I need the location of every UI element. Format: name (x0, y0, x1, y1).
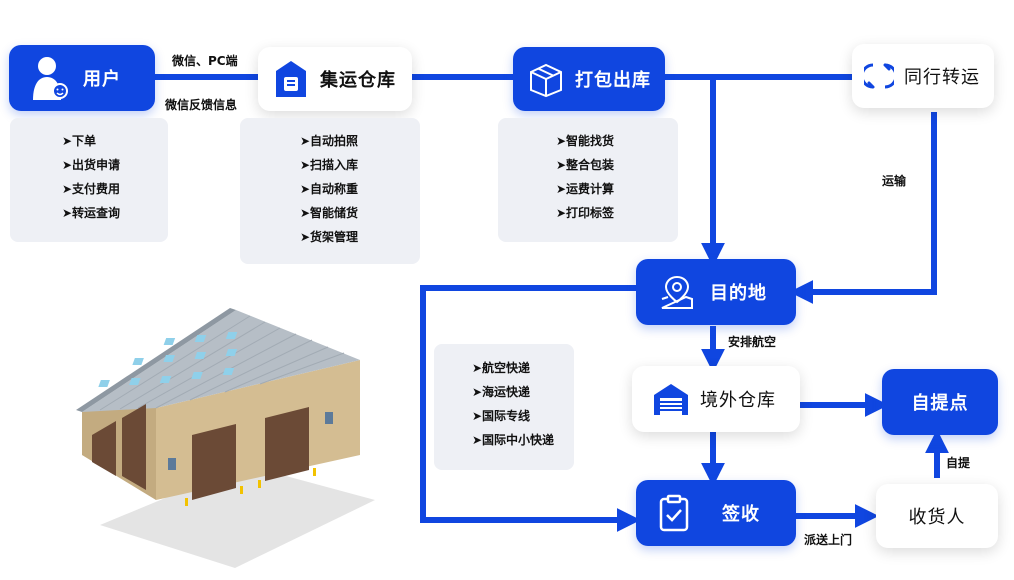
list-item: ➤航空快递 (472, 361, 531, 375)
label-transport: 运输 (882, 174, 907, 188)
panel-pack-tasks: ➤智能找货 ➤整合包装 ➤运费计算 ➤打印标签 (498, 118, 678, 242)
arrow-peer-to-destination (789, 112, 937, 304)
node-destination: 目的地 (636, 259, 796, 325)
package-icon (527, 60, 565, 98)
list-item: ➤货架管理 (300, 230, 359, 244)
list-item: ➤智能找货 (556, 134, 615, 148)
node-recipient-label: 收货人 (908, 507, 966, 528)
node-overseas-warehouse-label: 境外仓库 (700, 390, 776, 411)
warehouse-building-illustration (76, 308, 375, 568)
node-recipient: 收货人 (876, 484, 998, 548)
list-item: ➤扫描入库 (300, 158, 359, 172)
node-receive: 签收 (636, 480, 796, 546)
panel-warehouse-tasks: ➤自动拍照 ➤扫描入库 ➤自动称重 ➤智能储货 ➤货架管理 (240, 118, 420, 264)
node-consolidation-warehouse-label: 集运仓库 (320, 70, 396, 91)
list-item: ➤下单 (62, 134, 97, 148)
node-pickup-point-label: 自提点 (911, 393, 969, 414)
list-item: ➤智能储货 (300, 206, 359, 220)
node-peer-transfer: 同行转运 (852, 44, 994, 108)
user-icon (31, 54, 69, 102)
garage-icon (652, 381, 690, 417)
label-wechat-pc: 微信、PC端 (172, 54, 238, 68)
list-item: ➤整合包装 (556, 158, 615, 172)
node-user: 用户 (9, 45, 155, 111)
map-pin-icon (658, 273, 696, 311)
node-peer-transfer-label: 同行转运 (904, 67, 980, 88)
node-pickup-point: 自提点 (882, 369, 998, 435)
label-wechat-feedback: 微信反馈信息 (165, 98, 238, 112)
node-user-label: 用户 (83, 69, 121, 90)
list-item: ➤出货申请 (62, 158, 121, 172)
node-consolidation-warehouse: 集运仓库 (258, 47, 412, 111)
list-item: ➤国际中小快递 (472, 433, 555, 447)
clipboard-check-icon (658, 494, 690, 532)
list-item: ➤运费计算 (556, 182, 615, 196)
panel-user-tasks: ➤下单 ➤出货申请 ➤支付费用 ➤转运查询 (10, 118, 168, 242)
list-item: ➤支付费用 (62, 182, 121, 196)
node-pack-out-label: 打包出库 (575, 70, 651, 91)
refresh-icon (864, 59, 894, 93)
list-item: ➤自动称重 (300, 182, 359, 196)
label-arrange-air: 安排航空 (728, 335, 777, 349)
node-pack-out: 打包出库 (513, 47, 665, 111)
node-overseas-warehouse: 境外仓库 (632, 366, 800, 432)
warehouse-box-icon (274, 59, 308, 99)
node-destination-label: 目的地 (710, 283, 767, 304)
arrow-destination-to-receive (420, 285, 641, 532)
list-item: ➤打印标签 (556, 206, 615, 220)
label-door-delivery: 派送上门 (804, 533, 853, 547)
list-item: ➤海运快递 (472, 385, 531, 399)
list-item: ➤国际专线 (472, 409, 531, 423)
label-self-pickup: 自提 (946, 456, 971, 470)
panel-shipping-methods: ➤航空快递 ➤海运快递 ➤国际专线 ➤国际中小快递 (434, 344, 574, 470)
list-item: ➤自动拍照 (300, 134, 359, 148)
node-receive-label: 签收 (722, 504, 760, 525)
list-item: ➤转运查询 (62, 206, 121, 220)
